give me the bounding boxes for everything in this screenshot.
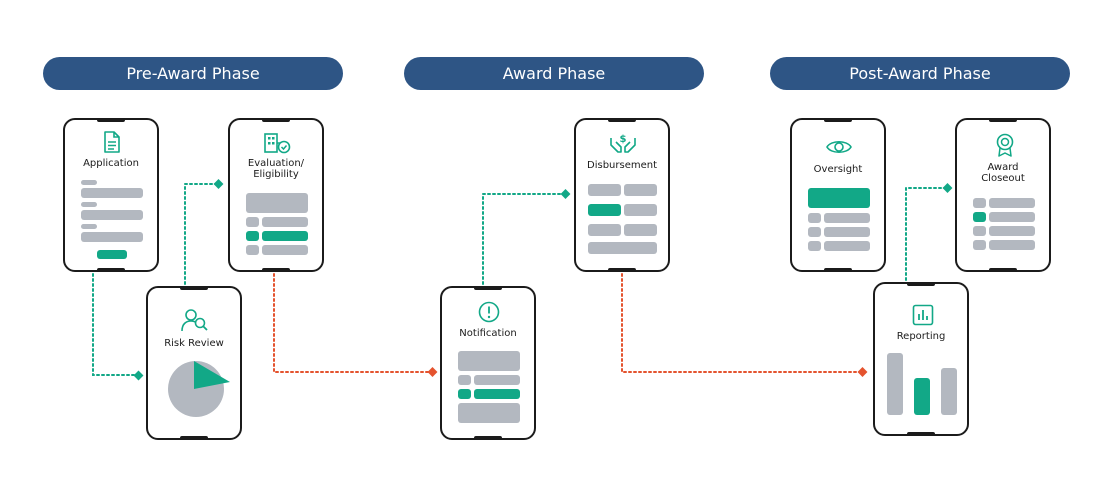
connector-disbursement-to-reporting xyxy=(621,273,863,373)
connector-end-diamond xyxy=(560,189,571,199)
placeholder-bar xyxy=(808,213,821,223)
step-oversight: Oversight xyxy=(790,118,886,272)
document-icon xyxy=(104,131,120,153)
placeholder-bar xyxy=(989,212,1035,222)
alert-circle-icon xyxy=(478,301,500,323)
placeholder-bar xyxy=(808,241,821,251)
highlight-bar xyxy=(246,231,259,241)
connector-end-diamond xyxy=(213,179,224,189)
step-risk-review: Risk Review xyxy=(146,286,242,440)
placeholder-bar xyxy=(989,198,1035,208)
placeholder-bar xyxy=(624,224,657,236)
connector-risk-review-to-evaluation xyxy=(184,183,221,285)
step-title: Oversight xyxy=(813,164,863,175)
hands-dollar-icon: $ xyxy=(610,134,636,153)
step-title-line1: Award xyxy=(987,162,1019,173)
placeholder-bar xyxy=(458,375,471,385)
phase-post-award: Post-Award Phase xyxy=(770,57,1070,90)
phase-award: Award Phase xyxy=(404,57,704,90)
placeholder-block xyxy=(458,403,520,423)
placeholder-bar xyxy=(81,224,97,229)
placeholder-bar xyxy=(262,245,308,255)
placeholder-bar xyxy=(824,227,870,237)
eye-icon xyxy=(826,140,852,154)
placeholder-block xyxy=(458,351,520,371)
connector-end-diamond xyxy=(857,367,868,377)
step-title-line2: Closeout xyxy=(981,173,1025,184)
placeholder-bar xyxy=(588,242,657,254)
svg-text:$: $ xyxy=(620,134,627,145)
highlight-block xyxy=(808,188,870,208)
highlight-bar xyxy=(588,204,621,216)
phase-label: Award Phase xyxy=(502,64,606,83)
step-reporting: Reporting xyxy=(873,282,969,436)
connector-end-diamond xyxy=(942,183,953,193)
placeholder-bar xyxy=(624,204,657,216)
pie-graphic xyxy=(168,361,230,417)
placeholder-bar xyxy=(824,241,870,251)
placeholder-bar xyxy=(474,375,520,385)
placeholder-bar xyxy=(81,210,143,220)
highlight-bar xyxy=(458,389,471,399)
placeholder-bar xyxy=(624,184,657,196)
placeholder-bar xyxy=(588,184,621,196)
connector-reporting-to-closeout xyxy=(905,187,948,281)
step-title: Notification xyxy=(459,328,517,339)
highlight-bar xyxy=(474,389,520,399)
step-evaluation-eligibility: Evaluation/ Eligibility xyxy=(228,118,324,272)
placeholder-bar xyxy=(973,240,986,250)
step-title: Application xyxy=(83,158,139,169)
step-title-line1: Evaluation/ xyxy=(247,158,305,169)
placeholder-bar xyxy=(246,217,259,227)
step-title: Risk Review xyxy=(164,338,224,349)
phase-label: Pre-Award Phase xyxy=(126,64,260,83)
placeholder-bar xyxy=(989,240,1035,250)
placeholder-bar xyxy=(808,227,821,237)
step-disbursement: $ Disbursement xyxy=(574,118,670,272)
phase-pre-award: Pre-Award Phase xyxy=(43,57,343,90)
chart-bar xyxy=(941,368,957,415)
phase-label: Post-Award Phase xyxy=(849,64,991,83)
step-title: Disbursement xyxy=(587,160,657,171)
connector-evaluation-to-notification xyxy=(273,273,433,373)
placeholder-bar xyxy=(81,188,143,198)
placeholder-bar xyxy=(246,245,259,255)
award-ribbon-icon xyxy=(996,133,1014,157)
step-title-line2: Eligibility xyxy=(253,169,299,180)
connector-notification-to-disbursement xyxy=(482,193,566,285)
placeholder-block xyxy=(246,193,308,213)
placeholder-bar xyxy=(81,180,97,185)
placeholder-bar xyxy=(81,232,143,242)
placeholder-bar xyxy=(588,224,621,236)
highlight-bar xyxy=(262,231,308,241)
building-check-icon xyxy=(264,133,291,154)
placeholder-bar xyxy=(973,198,986,208)
connector-end-diamond xyxy=(133,370,144,381)
highlight-bar xyxy=(973,212,986,222)
connector-application-to-risk-review xyxy=(92,273,139,376)
step-application: Application xyxy=(63,118,159,272)
connector-end-diamond xyxy=(427,367,438,377)
placeholder-bar xyxy=(989,226,1035,236)
step-title: Reporting xyxy=(896,331,946,342)
chart-bar xyxy=(914,378,930,415)
person-search-icon xyxy=(181,309,208,332)
placeholder-bar xyxy=(824,213,870,223)
chart-bar xyxy=(887,353,903,415)
step-award-closeout: Award Closeout xyxy=(955,118,1051,272)
bar-chart-icon xyxy=(912,304,934,326)
placeholder-bar xyxy=(81,202,97,207)
placeholder-bar xyxy=(262,217,308,227)
submit-bar xyxy=(97,250,127,259)
step-notification: Notification xyxy=(440,286,536,440)
placeholder-bar xyxy=(973,226,986,236)
